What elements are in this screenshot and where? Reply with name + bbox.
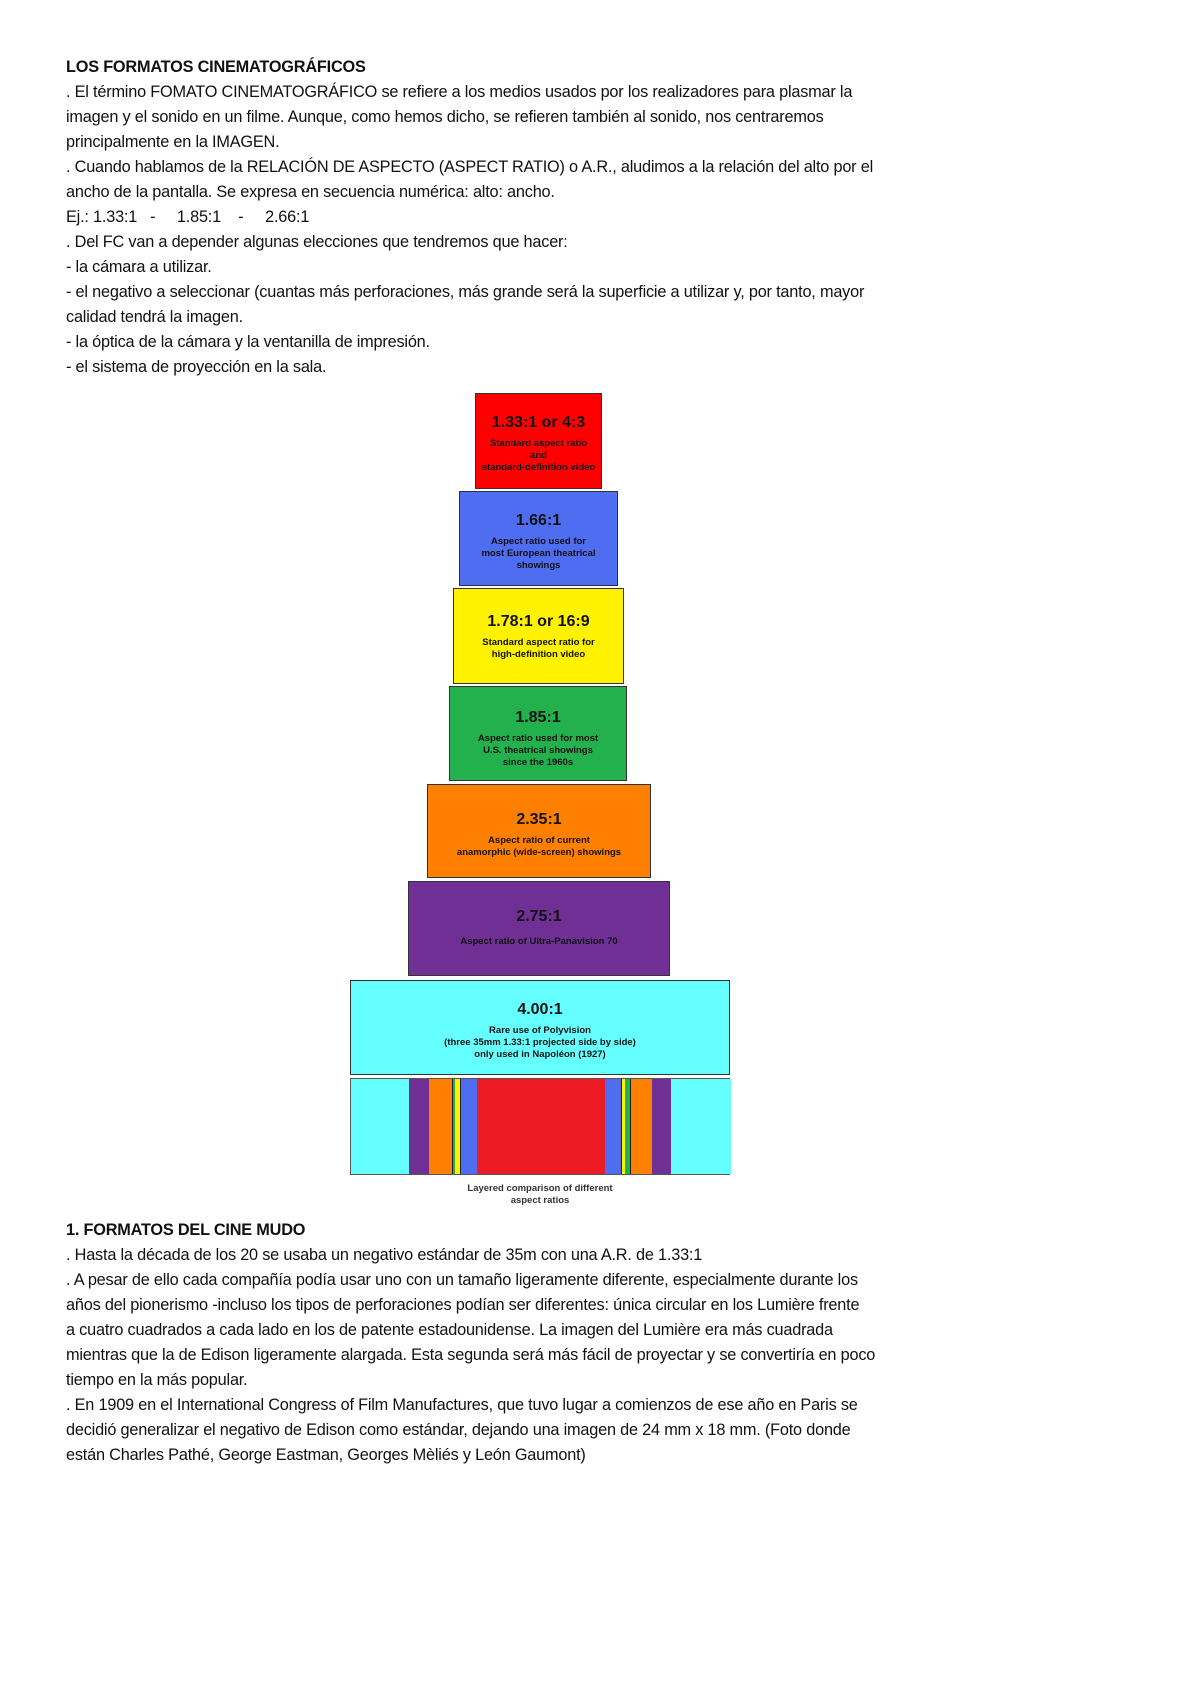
paragraph-line: ancho de la pantalla. Se expresa en secu… [66,183,555,201]
paragraph-line: a cuatro cuadrados a cada lado en los de… [66,1321,833,1339]
paragraph-line: . En 1909 en el International Congress o… [66,1396,858,1414]
ratio-label: 2.35:1 [516,811,562,828]
intro-section: LOS FORMATOS CINEMATOGRÁFICOS . El térmi… [66,55,1066,380]
ratio-desc: Standard aspect ratio for [482,637,595,648]
ratio-desc: most European theatrical [481,548,596,559]
paragraph-line: están Charles Pathé, George Eastman, Geo… [66,1446,586,1464]
section-title: 1. FORMATOS DEL CINE MUDO [66,1221,306,1239]
paragraph-line: mientras que la de Edison ligeramente al… [66,1346,876,1364]
section-title: LOS FORMATOS CINEMATOGRÁFICOS [66,58,366,76]
caption-line: aspect ratios [510,1195,570,1206]
ratio-label: 1.66:1 [515,512,562,529]
paragraph-line: - la óptica de la cámara y la ventanilla… [66,333,430,351]
layered-comparison [350,1078,731,1175]
ratio-desc: Rare use of Polyvision [489,1025,591,1036]
ratio-desc: U.S. theatrical showings [483,745,593,756]
ratio-desc: standard-definition video [481,462,596,473]
ratio-desc: only used in Napoléon (1927) [474,1049,606,1060]
paragraph-line: calidad tendrá la imagen. [66,308,243,326]
ratio-desc: Aspect ratio of current [488,835,590,846]
aspect-box-1-78: 1.78:1 or 16:9 Standard aspect ratio for… [453,588,624,684]
ratio-desc: high-definition video [491,649,586,660]
paragraph-line: años del pionerismo -incluso los tipos d… [66,1296,860,1314]
ratio-desc: anamorphic (wide-screen) showings [456,847,622,858]
aspect-box-4-00: 4.00:1 Rare use of Polyvision(three 35mm… [350,980,730,1075]
paragraph-line: - la cámara a utilizar. [66,258,212,276]
ratio-desc: (three 35mm 1.33:1 projected side by sid… [444,1037,636,1048]
caption-line: Layered comparison of different [467,1183,613,1194]
ratio-desc: showings [516,560,561,571]
paragraph-line: decidió generalizar el negativo de Ediso… [66,1421,851,1439]
ratio-desc: since the 1960s [502,757,574,768]
paragraph-line: Ej.: 1.33:1 - 1.85:1 - 2.66:1 [66,208,310,226]
ratio-desc: Standard aspect ratio [489,438,588,449]
ratio-label: 4.00:1 [517,1001,563,1018]
ratio-label: 1.33:1 or 4:3 [491,414,586,431]
stripe-red [477,1079,605,1174]
paragraph-line: . Cuando hablamos de la RELACIÓN DE ASPE… [66,158,873,176]
figure-caption: Layered comparison of different aspect r… [440,1183,640,1207]
paragraph-line: - el negativo a seleccionar (cuantas más… [66,283,865,301]
ratio-label: 1.78:1 or 16:9 [487,613,590,630]
ratio-desc: Aspect ratio of Ultra-Panavision 70 [460,936,618,947]
paragraph-line: - el sistema de proyección en la sala. [66,358,327,376]
ratio-desc: Aspect ratio used for [490,536,587,547]
ratio-desc: Aspect ratio used for most [477,733,599,744]
paragraph-line: principalmente en la IMAGEN. [66,133,280,151]
paragraph-line: tiempo en la más popular. [66,1371,248,1389]
ratio-label: 2.75:1 [516,908,562,925]
paragraph-line: . Del FC van a depender algunas eleccion… [66,233,568,251]
silent-film-section: 1. FORMATOS DEL CINE MUDO . Hasta la déc… [66,1218,1066,1468]
paragraph-line: . A pesar de ello cada compañía podía us… [66,1271,858,1289]
paragraph-line: . El término FOMATO CINEMATOGRÁFICO se r… [66,83,853,101]
paragraph-line: imagen y el sonido en un filme. Aunque, … [66,108,824,126]
paragraph-line: . Hasta la década de los 20 se usaba un … [66,1246,703,1264]
ratio-label: 1.85:1 [515,709,561,726]
ratio-desc: and [530,450,547,461]
aspect-box-2-75: 2.75:1 Aspect ratio of Ultra-Panavision … [408,881,670,976]
